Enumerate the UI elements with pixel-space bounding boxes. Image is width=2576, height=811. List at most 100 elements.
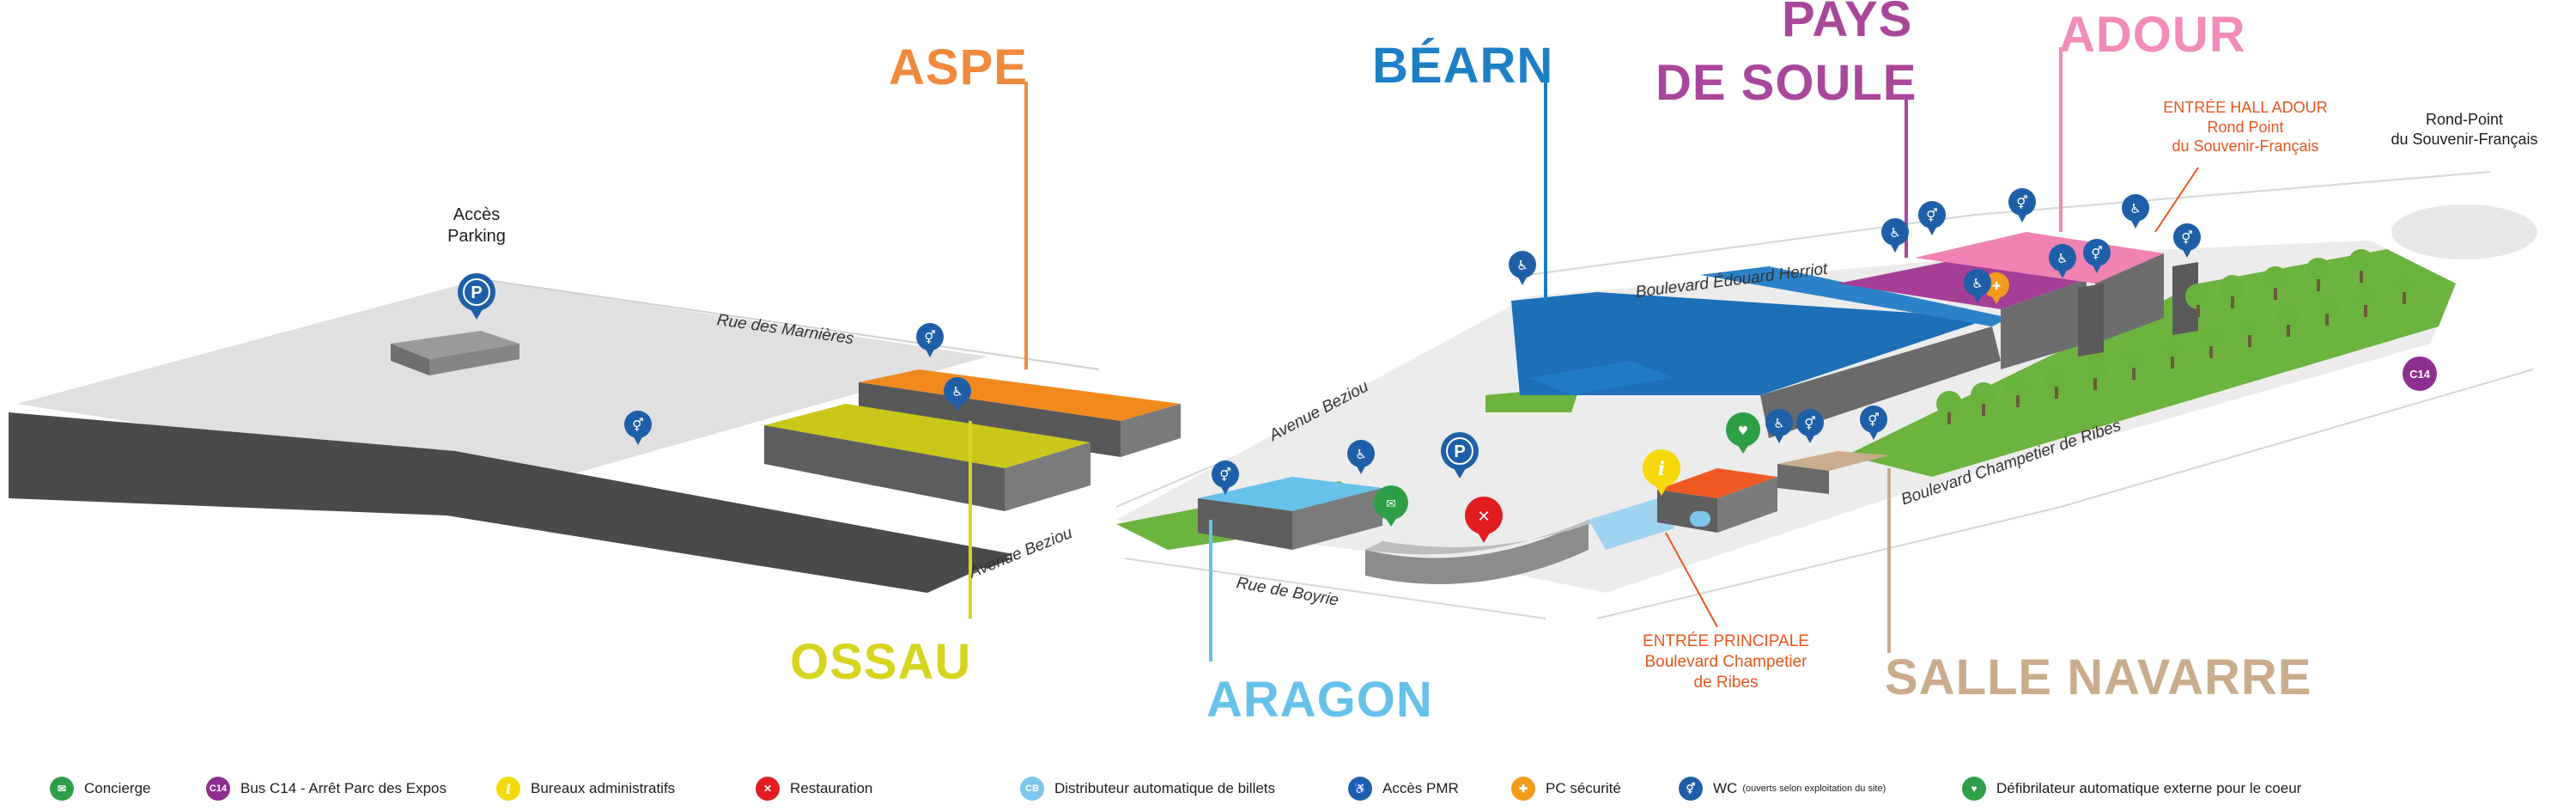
info-pin[interactable]: i xyxy=(1643,449,1680,496)
parking-lot-area xyxy=(17,279,987,485)
wc-pin-glyph: ⚥ xyxy=(1926,208,1938,223)
wc-pin-glyph: ⚥ xyxy=(1804,416,1816,431)
aragon-hall-front xyxy=(1198,498,1292,550)
tree xyxy=(2121,346,2147,372)
info-icon: i xyxy=(496,777,520,801)
road-band-main xyxy=(9,412,1013,593)
tree-row xyxy=(1936,249,2417,424)
pmr-pin[interactable]: ♿ xyxy=(1964,269,1991,303)
wc-pin[interactable]: ⚥ xyxy=(1212,460,1239,495)
pmr-pin-glyph: ♿ xyxy=(1773,416,1784,431)
legend-concierge-label: Concierge xyxy=(84,780,151,796)
tree-trunk xyxy=(1947,412,1951,424)
wc-pin-glyph: ⚥ xyxy=(1219,467,1231,483)
concierge-pin[interactable]: ✉ xyxy=(1374,485,1408,527)
entree-hall-adour-line3: du Souvenir-Français xyxy=(2172,137,2319,155)
wc-pin-glyph: ⚥ xyxy=(2016,195,2028,210)
pmr-pin-glyph: ♿ xyxy=(1971,276,1983,291)
pmr-pin-glyph: ♿ xyxy=(1889,225,1900,241)
entree-principale-line3: de Ribes xyxy=(1693,673,1759,692)
wc-pin[interactable]: ⚥ xyxy=(624,411,652,445)
tree xyxy=(2220,275,2245,301)
parking-pin-2[interactable]: P xyxy=(1441,432,1479,479)
pmr-pin[interactable]: ♿ xyxy=(2049,244,2076,278)
hall-label-pays-de-soule-line2: DE SOULE xyxy=(1656,55,1917,111)
wc-pin[interactable]: ⚥ xyxy=(2008,188,2036,223)
tree xyxy=(2237,314,2263,339)
parking-pin[interactable]: P xyxy=(458,273,495,320)
wc-pin[interactable]: ⚥ xyxy=(2173,223,2201,258)
legend-pc-securite: ✚ PC sécurité xyxy=(1511,777,1621,801)
entrance-building-side xyxy=(1717,477,1777,533)
entree-hall-adour-line1: ENTRÉE HALL ADOUR xyxy=(2163,99,2328,116)
pmr-pin-glyph: ♿ xyxy=(2057,251,2068,266)
wc-pin[interactable]: ⚥ xyxy=(1860,406,1887,440)
salle-navarre-roof xyxy=(1777,451,1889,471)
tree-trunk xyxy=(2171,357,2174,369)
bearn-canopy xyxy=(1528,361,1674,395)
bus-c14-badge-text: C14 xyxy=(2409,368,2431,381)
ticket-machine-badge[interactable] xyxy=(1690,511,1710,527)
parking-building xyxy=(391,331,519,359)
tree-trunk xyxy=(2360,271,2363,283)
entree-hall-adour-label: ENTRÉE HALL ADOUR Rond Point du Souvenir… xyxy=(2147,98,2344,156)
tree xyxy=(2275,303,2301,329)
legend-defibrillateur: ♥ Défibrilateur automatique externe pour… xyxy=(1962,777,2301,801)
tree xyxy=(1936,391,1962,417)
rond-point-line2: du Souvenir-Français xyxy=(2391,130,2538,148)
hall-label-ossau: OSSAU xyxy=(790,634,972,690)
map-pins: P P ✕ ✉ i ♥ ✚ ⚥⚥⚥⚥⚥⚥⚥⚥⚥ ♿♿♿♿♿♿♿♿ xyxy=(458,188,2437,543)
pmr-pin-glyph: ♿ xyxy=(951,384,963,399)
wc-pin[interactable]: ⚥ xyxy=(2083,239,2111,273)
pays-de-soule-front xyxy=(2001,279,2087,369)
tree-trunk xyxy=(2093,378,2097,390)
wc-pin[interactable]: ⚥ xyxy=(916,323,944,357)
entree-principale-pointer-line xyxy=(1665,532,1718,628)
rond-point-label: Rond-Point du Souvenir-Français xyxy=(2379,110,2550,149)
concierge-pin-glyph: ✉ xyxy=(1386,497,1396,511)
defibrillator-pin[interactable]: ♥ xyxy=(1726,412,1760,454)
wc-pin-glyph: ⚥ xyxy=(1868,412,1880,428)
hall-label-adour: ADOUR xyxy=(2059,7,2246,63)
entree-principale-line2: Boulevard Champetier xyxy=(1644,652,1807,671)
legend-concierge: ✉ Concierge xyxy=(50,777,151,801)
parking-pin-2-glyph: P xyxy=(1454,442,1465,461)
pmr-pins: ♿ ♿ ♿ ♿ ♿ ♿ ♿ ♿ xyxy=(944,194,2149,474)
wheelchair-icon: ♿ xyxy=(1348,777,1372,801)
security-icon: ✚ xyxy=(1511,777,1535,801)
road-outline-champetier xyxy=(1596,369,2534,619)
wc-pins: ⚥ ⚥ ⚥ ⚥ ⚥ ⚥ ⚥ ⚥ ⚥ xyxy=(624,188,2201,495)
green-strip-east xyxy=(1846,249,2456,477)
restaurant-pin[interactable]: ✕ xyxy=(1465,497,1503,543)
tree xyxy=(2314,292,2340,318)
pmr-pin[interactable]: ♿ xyxy=(1347,440,1375,474)
legend-wc-note: (ouverts selon exploitation du site) xyxy=(1742,784,1886,794)
tree-trunk xyxy=(2209,346,2213,358)
wc-pin[interactable]: ⚥ xyxy=(1796,409,1824,443)
adour-tower xyxy=(2078,284,2104,357)
hall-label-pays-de-soule-line1: PAYS xyxy=(1782,0,1913,47)
salle-navarre-front xyxy=(1777,464,1829,494)
aragon-hall-side xyxy=(1292,488,1382,550)
pmr-pin[interactable]: ♿ xyxy=(1509,251,1536,285)
bus-c14-badge[interactable]: C14 xyxy=(2403,357,2437,391)
tree xyxy=(2044,365,2069,391)
road-outline-boyrie xyxy=(1124,558,1546,619)
aragon-hall-roof xyxy=(1198,477,1382,511)
legend-restauration-label: Restauration xyxy=(790,780,873,796)
wc-pin-glyph: ⚥ xyxy=(924,330,936,345)
legend-restauration: ✕ Restauration xyxy=(756,777,872,801)
pmr-pin[interactable]: ♿ xyxy=(1881,218,1909,253)
legend-wc: ⚥ WC (ouverts selon exploitation du site… xyxy=(1679,777,1886,801)
pmr-pin[interactable]: ♿ xyxy=(1765,409,1793,443)
tree-trunk xyxy=(2317,279,2320,291)
pmr-pin[interactable]: ♿ xyxy=(2122,194,2149,229)
pmr-pin[interactable]: ♿ xyxy=(944,377,971,412)
parking-pin-glyph: P xyxy=(471,284,482,302)
aspe-hall-roof xyxy=(859,369,1181,421)
parking-access-label: Accès Parking xyxy=(429,204,524,247)
parking-building-side xyxy=(429,344,519,375)
ossau-hall-side xyxy=(1005,442,1091,511)
wc-pin[interactable]: ⚥ xyxy=(1918,201,1946,235)
